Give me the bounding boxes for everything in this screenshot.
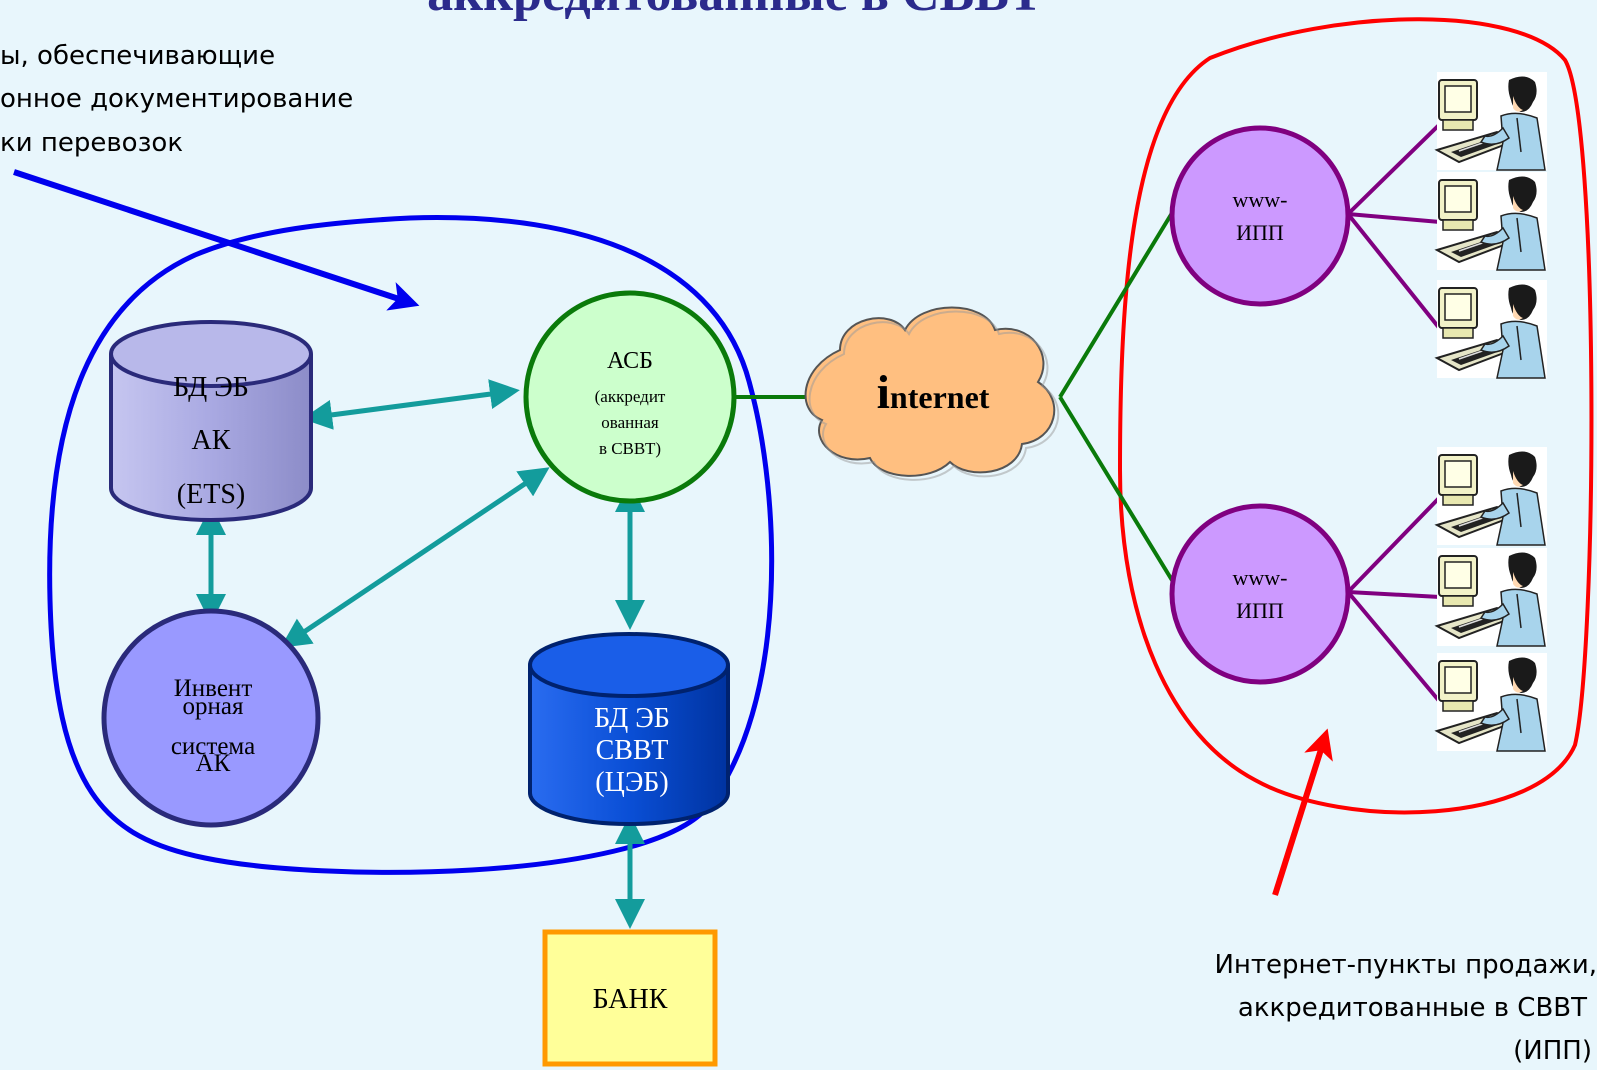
- top-note-line-3: ки перевозок: [0, 128, 183, 158]
- db-ak-label-3: (ETS): [177, 479, 245, 510]
- top-note-pointer-arrow: [13, 169, 420, 311]
- db-svvt-label-1: БД ЭБ: [594, 703, 670, 734]
- inventory-label-1: Инвент: [174, 675, 253, 702]
- asb-label-line-2: (аккредит: [595, 387, 666, 406]
- slide-title: аккредитованные в СВВТ: [427, 0, 1043, 22]
- user-terminals: [1436, 71, 1548, 752]
- link-ipp1-pc3: [1346, 212, 1442, 331]
- data-flow-arrows: [196, 379, 645, 929]
- asb-label-title: АСБ: [607, 348, 653, 374]
- db-ak-label-1: БД ЭБ: [173, 372, 249, 403]
- link-ipp1-pc2: [1347, 212, 1441, 224]
- computer-user-icon[interactable]: [1436, 71, 1548, 171]
- bottom-note-line-2: аккредитованные в СВВТ: [1238, 993, 1587, 1023]
- link-internet-ipp-bottom: [1058, 395, 1180, 592]
- db-ak-cylinder[interactable]: БД ЭБ АК (ETS): [109, 320, 313, 522]
- internet-cloud[interactable]: internet: [804, 306, 1060, 481]
- internet-links: [736, 211, 1180, 592]
- bank-label: БАНК: [593, 984, 668, 1015]
- inventory-label-4: АК: [196, 750, 231, 777]
- db-ak-label-2: АК: [192, 425, 231, 456]
- top-note-line-2: онное документирование: [0, 84, 353, 114]
- ipp-node-top[interactable]: www- ИПП: [1169, 125, 1351, 307]
- link-ipp2-pc1: [1346, 495, 1442, 594]
- ipp-bottom-label-2: ИПП: [1236, 598, 1284, 623]
- link-ipp2-pc2: [1347, 590, 1441, 599]
- ipp-bottom-label-1: www-: [1233, 565, 1288, 590]
- inventory-system-node[interactable]: Инвент орная система АК: [101, 608, 321, 828]
- computer-user-icon[interactable]: [1436, 279, 1548, 379]
- asb-label-line-4: в СВВТ): [599, 439, 661, 458]
- bottom-note: Интернет-пункты продажи, аккредитованные…: [1214, 950, 1597, 1066]
- top-note-line-1: ы, обеспечивающие: [0, 41, 275, 71]
- bottom-note-line-3: (ИПП): [1513, 1036, 1592, 1066]
- asb-label-line-3: ованная: [601, 413, 659, 432]
- computer-user-icon[interactable]: [1436, 652, 1548, 752]
- ipp-top-label-1: www-: [1233, 187, 1288, 212]
- bank-node[interactable]: БАНК: [542, 929, 718, 1067]
- accredited-system-boundary: [47, 215, 775, 875]
- terminal-links: [1346, 122, 1442, 704]
- computer-user-icon[interactable]: [1436, 446, 1548, 546]
- computer-user-icon[interactable]: [1436, 547, 1548, 647]
- ipp-node-bottom[interactable]: www- ИПП: [1169, 503, 1351, 685]
- internet-label-rest: nternet: [890, 379, 990, 415]
- db-svvt-cylinder[interactable]: БД ЭБ СВВТ (ЦЭБ): [528, 632, 730, 826]
- computer-user-icon[interactable]: [1436, 171, 1548, 271]
- arrow-dbak-asb: [302, 379, 520, 430]
- top-note: ы, обеспечивающие онное документирование…: [0, 41, 353, 158]
- ipp-boundary: [1117, 17, 1594, 815]
- asb-node[interactable]: АСБ (аккредит ованная в СВВТ): [523, 290, 737, 504]
- db-svvt-label-3: (ЦЭБ): [595, 767, 668, 798]
- ipp-top-label-2: ИПП: [1236, 220, 1284, 245]
- bottom-note-pointer-arrow: [1272, 728, 1333, 896]
- bottom-note-line-1: Интернет-пункты продажи,: [1214, 950, 1597, 980]
- inventory-label-2: орная: [183, 693, 244, 720]
- link-internet-ipp-top: [1058, 211, 1174, 399]
- link-ipp2-pc3: [1346, 590, 1442, 704]
- link-ipp1-pc1: [1346, 122, 1442, 216]
- inventory-label-3: система: [171, 733, 255, 760]
- db-svvt-label-2: СВВТ: [596, 735, 669, 766]
- arrow-inventory-asb: [280, 467, 550, 648]
- internet-label: internet: [877, 366, 990, 419]
- internet-label-initial: i: [877, 366, 890, 419]
